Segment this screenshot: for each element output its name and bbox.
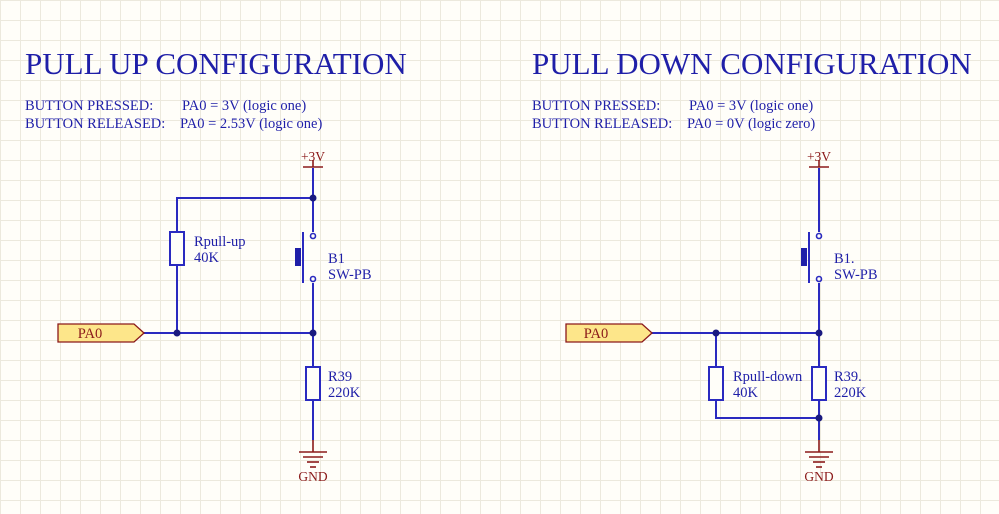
r39-resistor bbox=[305, 366, 321, 401]
button-plunger bbox=[295, 248, 301, 266]
pull-up-pressed-label: BUTTON PRESSED: bbox=[25, 98, 153, 114]
pull-down-resistor-name: Rpull-down bbox=[733, 369, 803, 385]
pull-up-section: PULL UP CONFIGURATION BUTTON PRESSED: PA… bbox=[25, 46, 407, 484]
power-symbol-3v: +3V bbox=[301, 149, 325, 168]
power-label: +3V bbox=[807, 149, 831, 164]
ground-symbol bbox=[299, 440, 327, 468]
port-pa0 bbox=[57, 323, 145, 343]
r39-value: 220K bbox=[328, 385, 361, 401]
port-pa0-label: PA0 bbox=[78, 326, 102, 342]
wire-pulldown-to-gnd bbox=[715, 400, 819, 419]
r39-resistor bbox=[811, 366, 827, 401]
r39-name: R39 bbox=[328, 369, 352, 385]
button-plunger bbox=[801, 248, 807, 266]
pull-up-title: PULL UP CONFIGURATION bbox=[25, 46, 407, 81]
pull-down-released-value: PA0 = 0V (logic zero) bbox=[687, 116, 815, 132]
push-button-b1 bbox=[801, 232, 823, 283]
pull-down-resistor bbox=[708, 366, 724, 401]
pull-down-title: PULL DOWN CONFIGURATION bbox=[532, 46, 972, 81]
r39-value: 220K bbox=[834, 385, 867, 401]
pull-up-resistor bbox=[169, 231, 185, 266]
pull-down-resistor-value: 40K bbox=[733, 385, 759, 401]
ground-symbol bbox=[805, 440, 833, 468]
button-name: B1 bbox=[328, 251, 345, 267]
button-name: B1. bbox=[834, 251, 855, 267]
pull-down-pressed-label: BUTTON PRESSED: bbox=[532, 98, 660, 114]
pull-up-pressed-value: PA0 = 3V (logic one) bbox=[182, 98, 306, 114]
junction-dot bbox=[309, 329, 317, 337]
push-button-b1 bbox=[295, 232, 317, 283]
pull-up-released-label: BUTTON RELEASED: bbox=[25, 116, 165, 132]
junction-dot bbox=[712, 329, 720, 337]
junction-dot bbox=[309, 194, 317, 202]
pull-up-resistor-name: Rpull-up bbox=[194, 234, 246, 250]
pull-down-released-label: BUTTON RELEASED: bbox=[532, 116, 672, 132]
button-type: SW-PB bbox=[834, 267, 878, 283]
port-pa0 bbox=[565, 323, 653, 343]
wire-top-to-pullup bbox=[176, 197, 313, 232]
port-pa0-label: PA0 bbox=[584, 326, 608, 342]
junction-dot bbox=[815, 329, 823, 337]
ground-label: GND bbox=[804, 469, 833, 484]
r39-name: R39. bbox=[834, 369, 862, 385]
pull-up-wires bbox=[144, 168, 314, 440]
pull-down-section: PULL DOWN CONFIGURATION BUTTON PRESSED: … bbox=[532, 46, 972, 484]
button-type: SW-PB bbox=[328, 267, 372, 283]
pull-up-resistor-value: 40K bbox=[194, 250, 220, 266]
pull-down-pressed-value: PA0 = 3V (logic one) bbox=[689, 98, 813, 114]
power-label: +3V bbox=[301, 149, 325, 164]
ground-label: GND bbox=[298, 469, 327, 484]
junction-dot bbox=[173, 329, 181, 337]
power-symbol-3v: +3V bbox=[807, 149, 831, 168]
pull-up-released-value: PA0 = 2.53V (logic one) bbox=[180, 116, 322, 132]
junction-dot bbox=[815, 414, 823, 422]
